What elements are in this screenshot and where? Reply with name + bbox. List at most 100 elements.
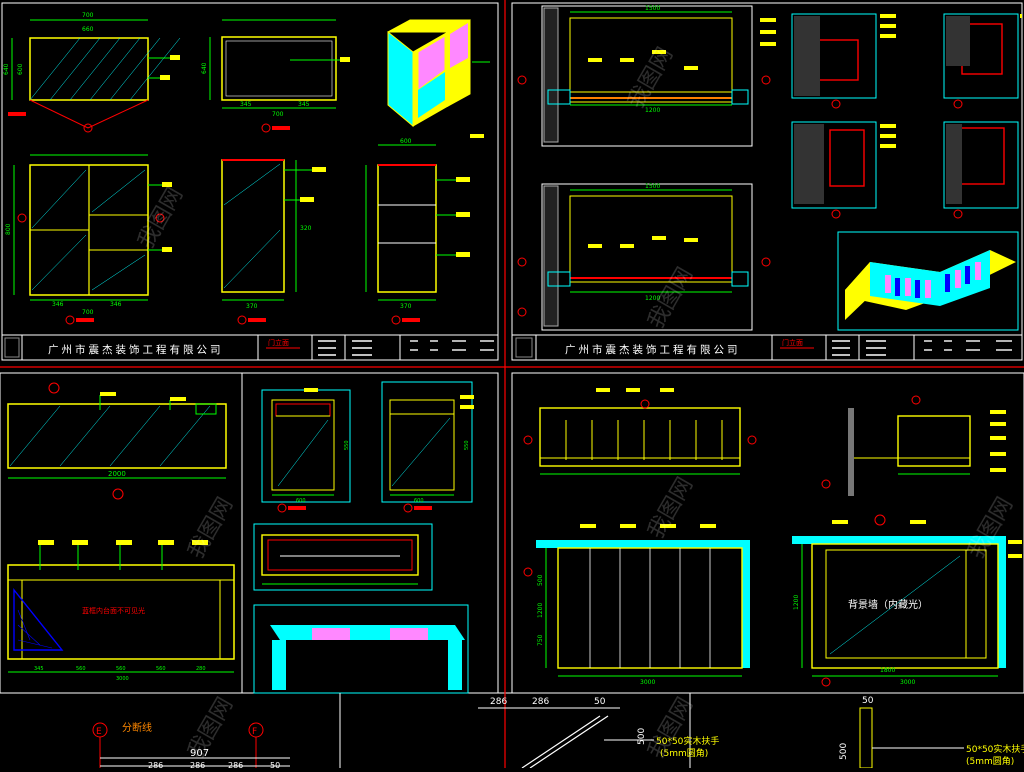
section-marker	[747, 435, 757, 445]
elevation-view-1: 345 345 700 640	[201, 19, 350, 133]
dim-text: 600	[17, 63, 24, 75]
dim-text: 286	[490, 697, 507, 707]
section-marker	[761, 75, 771, 85]
company-name-left: 广州市震杰装饰工程有限公司	[48, 343, 224, 356]
split-line-label: 分断线	[122, 721, 152, 734]
panel-d-wall-elevations: 500 1200 750 3000 背景墙（内藏光） 1200 1800 300…	[523, 388, 1022, 687]
dim-text: 1200	[537, 603, 544, 618]
counter-plan: 2000	[7, 382, 227, 500]
dim-text: 500	[839, 743, 849, 760]
section-marker	[261, 123, 271, 133]
dim-text: 345	[240, 101, 252, 108]
dim-text: 750	[537, 634, 544, 646]
dim-text: 286	[148, 761, 163, 768]
dim-text: 345	[298, 101, 310, 108]
panel-b-counter-sections: 1500 1200 1500 1200	[517, 5, 1022, 331]
dim-text: 560	[156, 666, 166, 672]
section-view-upper: 1500 1200	[517, 5, 776, 147]
dim-text: 700	[82, 309, 94, 316]
dim-text: 550	[344, 440, 350, 450]
section-marker	[821, 479, 831, 489]
handrail-note: 50*50实木扶手	[656, 735, 719, 747]
dim-text: 50	[270, 761, 280, 768]
dim-text: 600	[296, 498, 306, 504]
dim-text: 600	[414, 498, 424, 504]
wall-elevation-left: 500 1200 750 3000	[523, 524, 750, 686]
dim-text: 3000	[900, 679, 915, 686]
shelf-elevation-1	[523, 388, 757, 475]
section-marker	[761, 257, 771, 267]
dim-text: 800	[5, 223, 12, 235]
shelf-elevation-2	[821, 395, 1006, 496]
table-3d-view	[253, 604, 469, 694]
section-marker	[523, 435, 533, 445]
dim-text: 560	[116, 666, 126, 672]
callout-label: F	[252, 727, 257, 737]
dim-text: 50	[862, 696, 874, 706]
dim-text: 345	[34, 666, 44, 672]
section-marker	[523, 567, 533, 577]
wall-elevation-right: 背景墙（内藏光） 1200 1800 3000	[792, 514, 1022, 687]
dim-text: 1800	[880, 667, 895, 674]
dim-text: 346	[110, 301, 122, 308]
elevation-view-3: 370 320	[221, 159, 326, 325]
title-block-left: 广州市震杰装饰工程有限公司 门立面	[1, 334, 499, 361]
dim-text: 500	[637, 728, 647, 745]
counter-note: 蓝框内台面不可见光	[82, 606, 145, 615]
dim-text: 280	[196, 666, 206, 672]
handrail-note: 50*50实木扶手	[966, 743, 1024, 755]
company-name-right: 广州市震杰装饰工程有限公司	[565, 343, 741, 356]
wall-note: 背景墙（内藏光）	[848, 598, 928, 611]
elevation-view-2: 346 346 700 800	[5, 154, 172, 325]
panel-c-counter: 2000 蓝框内台面不可见光 345 560 560 560 280 3000	[7, 381, 474, 694]
cabinet-small-elevations: 600 550 600 550	[261, 381, 474, 513]
dim-text: 700	[272, 111, 284, 118]
section-view-lower: 1500 1200	[517, 183, 771, 331]
dim-text: 1500	[645, 5, 660, 12]
section-marker	[237, 315, 247, 325]
section-marker	[911, 395, 921, 405]
dim-text: 3000	[640, 679, 655, 686]
sheet-label-left: 门立面	[268, 338, 289, 347]
company-logo-icon	[4, 337, 20, 358]
section-marker	[403, 503, 413, 513]
bottom-strip-handrail: E F 分断线 907 286 286 286 50 286 286 50 50…	[92, 693, 1024, 770]
dim-text: 640	[3, 63, 10, 75]
dim-text: 50	[594, 697, 606, 707]
section-marker	[517, 307, 527, 317]
dim-text: 1200	[645, 107, 660, 114]
section-marker	[953, 209, 963, 219]
dim-text: 370	[246, 303, 258, 310]
callout-label: E	[96, 727, 102, 737]
section-marker	[831, 209, 841, 219]
title-block-right: 广州市震杰装饰工程有限公司 门立面	[511, 334, 1023, 361]
detail-views	[791, 13, 1022, 219]
section-marker	[640, 399, 650, 409]
dim-text: 286	[228, 761, 243, 768]
section-marker	[112, 488, 124, 500]
section-marker	[874, 514, 886, 526]
section-marker	[155, 213, 165, 223]
section-marker	[65, 315, 75, 325]
dim-text: 320	[300, 225, 312, 232]
section-marker	[517, 75, 527, 85]
plan-view-1: 700 660 640 600	[3, 12, 181, 133]
dim-text: 286	[532, 697, 549, 707]
section-marker	[83, 123, 93, 133]
drawer-detail	[253, 523, 433, 591]
counter-elevation: 蓝框内台面不可见光 345 560 560 560 280 3000	[7, 540, 235, 682]
dim-text: 660	[82, 26, 94, 33]
company-logo-icon	[515, 337, 533, 358]
section-marker	[277, 503, 287, 513]
section-marker	[831, 99, 841, 109]
section-view-1: 600 370	[365, 138, 470, 325]
section-marker	[48, 382, 60, 394]
handrail-note: (5mm圆角)	[660, 747, 708, 759]
dim-text: 600	[400, 138, 412, 145]
dim-text: 500	[537, 574, 544, 586]
counter-3d-view	[837, 231, 1019, 331]
total-dim: 907	[190, 748, 209, 759]
dim-text: 3000	[116, 676, 129, 682]
